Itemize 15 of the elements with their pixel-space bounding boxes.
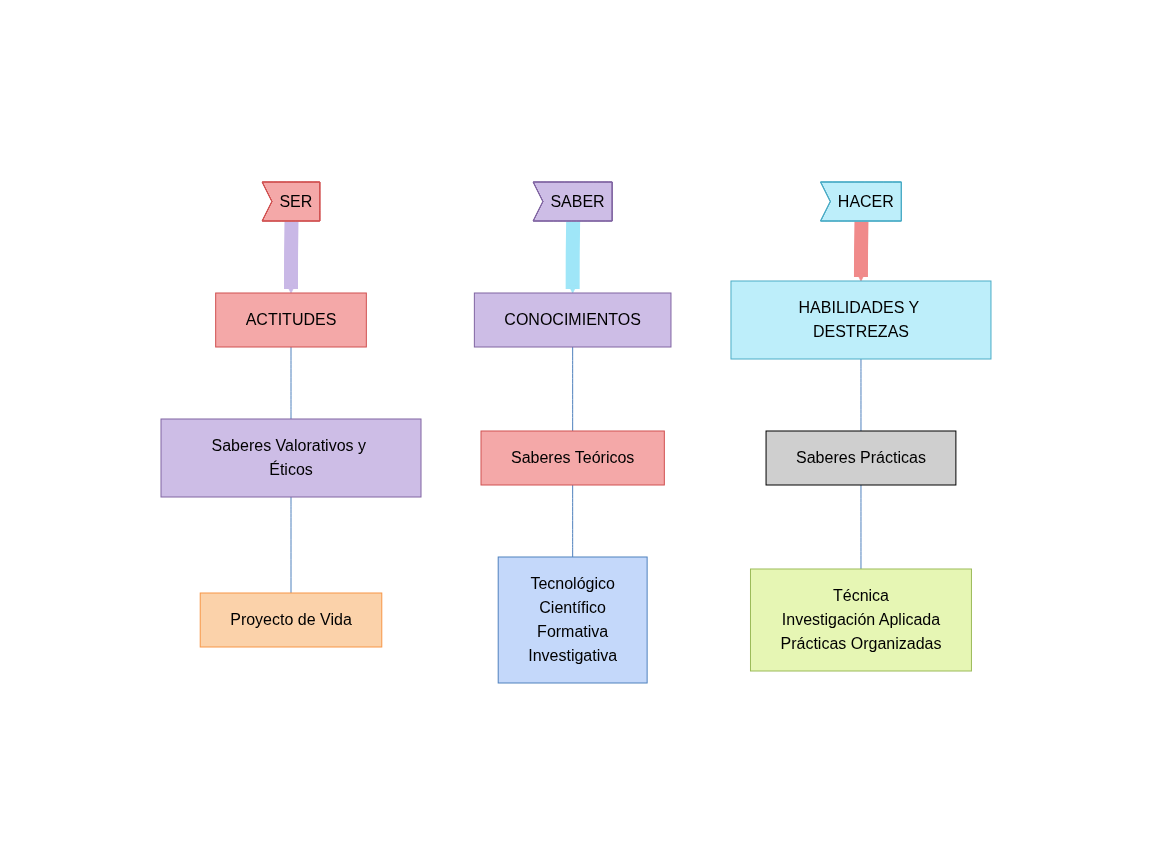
connector xyxy=(572,346,574,432)
node-box: Técnica Investigación Aplicada Prácticas Organizadas xyxy=(750,568,972,672)
connector xyxy=(860,358,862,432)
node-box: Saberes Valorativos y Éticos xyxy=(160,418,422,498)
node-box: ACTITUDES xyxy=(215,292,367,348)
connector xyxy=(860,484,862,570)
node-box: Tecnológico Científico Formativa Investigativa xyxy=(497,556,648,684)
node-box: Saberes Prácticas xyxy=(765,430,957,486)
node-box: Saberes Teóricos xyxy=(480,430,665,486)
connector xyxy=(290,346,292,420)
node-box: CONOCIMIENTOS xyxy=(473,292,672,348)
connector xyxy=(290,496,292,594)
node-box: Proyecto de Vida xyxy=(199,592,383,648)
node-box: HABILIDADES Y DESTREZAS xyxy=(730,280,992,360)
connector xyxy=(572,484,574,558)
